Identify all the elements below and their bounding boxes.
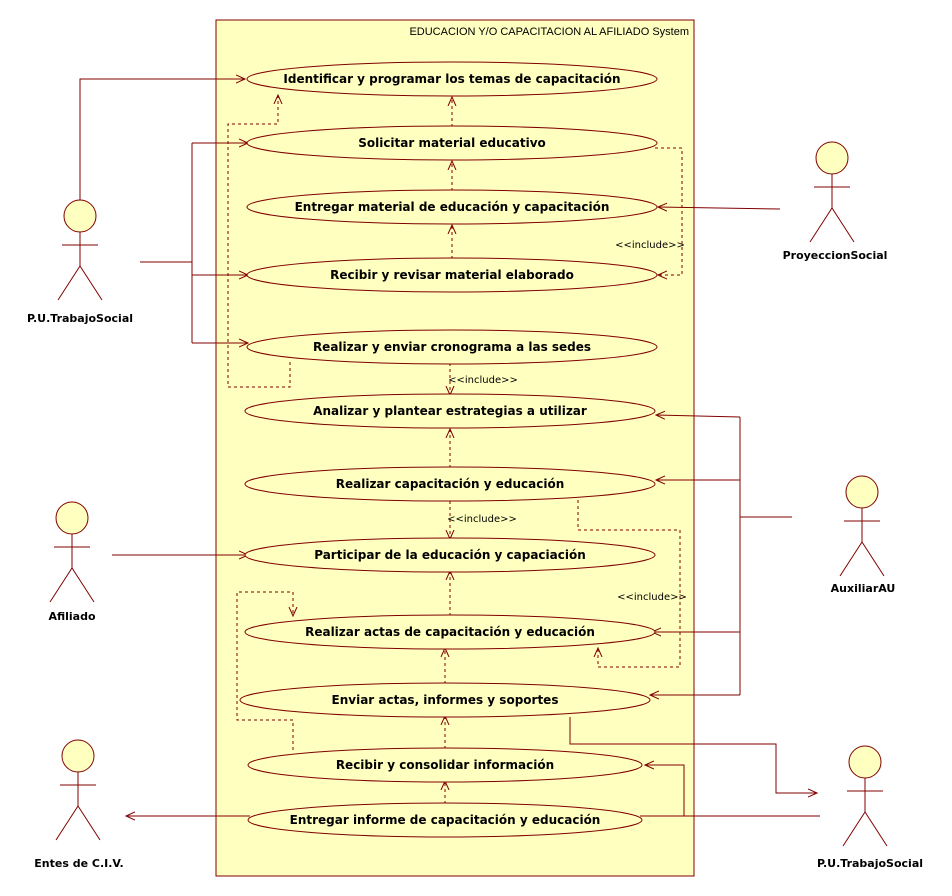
use-case-label: Realizar actas de capacitación y educaci… <box>305 625 595 639</box>
use-case-label: Realizar capacitación y educación <box>336 477 565 491</box>
use-case-ellipse <box>246 329 658 365</box>
use-case-ellipse <box>244 537 656 573</box>
actor-label: Entes de C.I.V. <box>34 857 123 870</box>
include-label: <<include>> <box>447 514 517 525</box>
uc-enviar-actas: Enviar actas, informes y soportes <box>239 682 651 718</box>
use-case-label: Enviar actas, informes y soportes <box>332 693 559 707</box>
use-case-label: Entregar informe de capacitación y educa… <box>290 813 601 827</box>
include-label: <<include>> <box>615 240 685 251</box>
actor-body <box>809 174 855 243</box>
use-case-ellipse <box>246 125 658 161</box>
use-case-ellipse <box>246 189 658 225</box>
use-case-ellipse <box>246 61 658 97</box>
include-dependency <box>577 500 681 668</box>
association-line <box>569 717 817 793</box>
uc-entregar-informe: Entregar informe de capacitación y educa… <box>247 802 643 838</box>
use-case-label: Recibir y consolidar información <box>336 758 554 772</box>
actor-label: AuxiliarAU <box>831 582 896 595</box>
actor-head <box>845 475 879 509</box>
use-case-label: Analizar y plantear estrategias a utiliz… <box>313 404 587 418</box>
association-line <box>658 207 781 209</box>
include-dependency <box>227 95 291 388</box>
actor-label: P.U.TrabajoSocial <box>817 857 923 870</box>
use-case-label: Participar de la educación y capaciación <box>314 548 586 562</box>
uc-recibir-revisar: Recibir y revisar material elaborado <box>246 257 658 293</box>
actor-head <box>55 501 89 535</box>
use-case-ellipse <box>244 466 656 502</box>
actor-head <box>63 199 97 233</box>
use-case-label: Entregar material de educación y capacit… <box>295 200 610 214</box>
use-case-ellipse <box>244 614 656 650</box>
uc-realizar-capacitacion: Realizar capacitación y educación <box>244 466 656 502</box>
actor-body <box>57 232 103 301</box>
include-dependency <box>655 147 683 275</box>
association-line <box>645 765 685 816</box>
actor-body <box>55 772 101 841</box>
include-label: <<include>> <box>617 592 687 603</box>
use-case-ellipse <box>247 747 643 783</box>
actor-pu-trabajosocial-left: P.U.TrabajoSocial <box>27 199 133 325</box>
use-case-label: Solicitar material educativo <box>358 136 546 150</box>
use-case-label: Realizar y enviar cronograma a las sedes <box>313 340 591 354</box>
system-title: EDUCACION Y/O CAPACITACION AL AFILIADO S… <box>409 26 689 38</box>
actor-proyeccionsocial: ProyeccionSocial <box>783 141 888 262</box>
actor-entes-civ: Entes de C.I.V. <box>34 739 124 870</box>
actor-body <box>49 534 95 603</box>
uc-identificar: Identificar y programar los temas de cap… <box>246 61 658 97</box>
actor-head <box>848 745 882 779</box>
actor-label: P.U.TrabajoSocial <box>27 312 133 325</box>
use-case-ellipse <box>247 802 643 838</box>
uc-realizar-actas: Realizar actas de capacitación y educaci… <box>244 614 656 650</box>
actor-head <box>61 739 95 773</box>
actor-afiliado: Afiliado <box>48 501 96 623</box>
use-case-ellipse <box>244 393 656 429</box>
association-line <box>79 79 245 200</box>
actor-body <box>842 778 888 847</box>
use-case-label: Identificar y programar los temas de cap… <box>283 72 620 86</box>
actor-pu-trabajosocial-right: P.U.TrabajoSocial <box>817 745 923 870</box>
uc-entregar-material: Entregar material de educación y capacit… <box>246 189 658 225</box>
association-line <box>656 415 741 417</box>
use-case-label: Recibir y revisar material elaborado <box>330 268 574 282</box>
include-dependency <box>236 591 293 750</box>
uc-solicitar: Solicitar material educativo <box>246 125 658 161</box>
include-label: <<include>> <box>448 375 518 386</box>
uc-recibir-consolidar: Recibir y consolidar información <box>247 747 643 783</box>
actor-body <box>839 508 885 577</box>
use-case-ellipse <box>246 257 658 293</box>
actor-label: ProyeccionSocial <box>783 249 888 262</box>
actor-head <box>815 141 849 175</box>
uc-cronograma: Realizar y enviar cronograma a las sedes <box>246 329 658 365</box>
use-case-ellipse <box>239 682 651 718</box>
uc-participar: Participar de la educación y capaciación <box>244 537 656 573</box>
uc-analizar: Analizar y plantear estrategias a utiliz… <box>244 393 656 429</box>
actor-auxiliarau: AuxiliarAU <box>831 475 896 595</box>
actor-label: Afiliado <box>48 610 96 623</box>
